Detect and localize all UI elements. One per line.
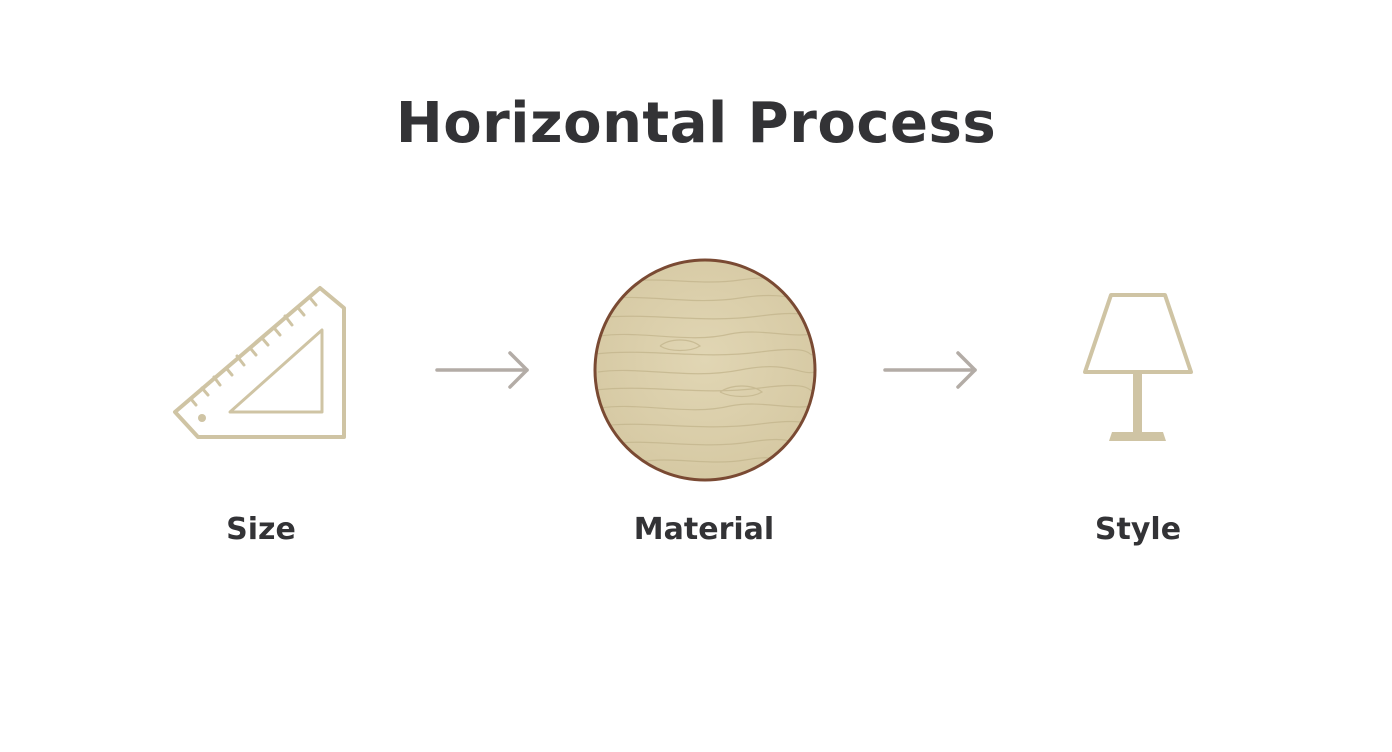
arrow-icon bbox=[435, 351, 529, 389]
table-lamp-icon bbox=[1083, 293, 1193, 441]
step-label-size: Size bbox=[226, 512, 296, 547]
arrow-icon bbox=[883, 351, 977, 389]
diagram-title: Horizontal Process bbox=[395, 91, 997, 156]
wood-disc-icon bbox=[593, 258, 817, 482]
step-label-material: Material bbox=[633, 512, 775, 547]
set-square-ruler-icon bbox=[173, 286, 346, 439]
step-label-style: Style bbox=[1094, 512, 1182, 547]
